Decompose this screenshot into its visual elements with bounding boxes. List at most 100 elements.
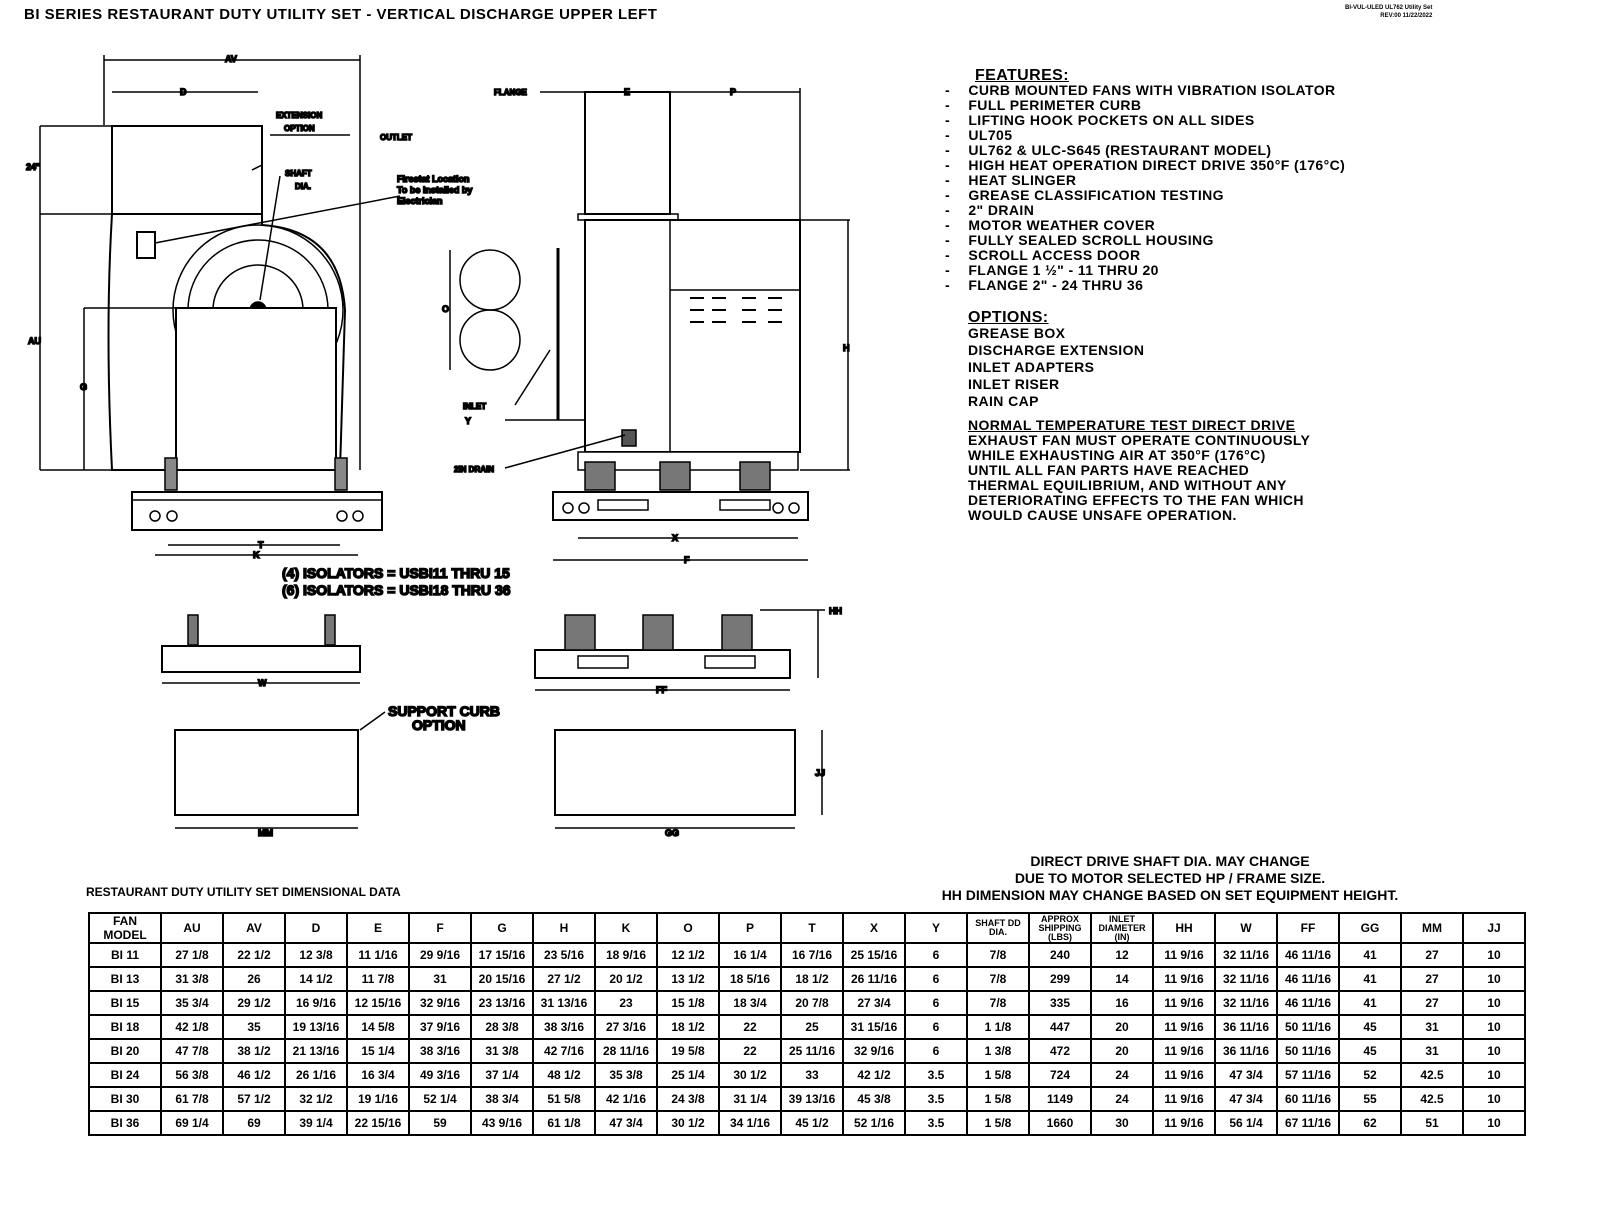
table-cell: 20 15/16	[470, 966, 534, 992]
dim-e: E	[624, 87, 630, 97]
table-cell: 22	[718, 1014, 782, 1040]
bullet-dash: -	[945, 127, 955, 143]
column-header: GG	[1338, 912, 1402, 944]
table-cell: 19 1/16	[346, 1086, 410, 1112]
table-cell: 11 9/16	[1152, 1110, 1216, 1136]
table-cell: 31 13/16	[532, 990, 596, 1016]
feature-item: - GREASE CLASSIFICATION TESTING	[945, 188, 1345, 203]
features-list: - CURB MOUNTED FANS WITH VIBRATION ISOLA…	[945, 83, 1345, 293]
dim-x: X	[672, 533, 678, 543]
table-cell: 1660	[1028, 1110, 1092, 1136]
table-cell: 25	[780, 1014, 844, 1040]
table-cell: 55	[1338, 1086, 1402, 1112]
column-header: D	[284, 912, 348, 944]
table-cell: 37 9/16	[408, 1014, 472, 1040]
table-cell: 3.5	[904, 1086, 968, 1112]
column-header: INLET DIAMETER (IN)	[1090, 912, 1154, 944]
table-cell: 29 9/16	[408, 942, 472, 968]
column-header: FAN MODEL	[88, 912, 162, 944]
table-cell: 31 15/16	[842, 1014, 906, 1040]
normal-temp-line: WOULD CAUSE UNSAFE OPERATION.	[968, 507, 1237, 523]
table-cell: 41	[1338, 942, 1402, 968]
table-cell: 57 1/2	[222, 1086, 286, 1112]
table-cell: 34 1/16	[718, 1110, 782, 1136]
table-cell: 15 1/4	[346, 1038, 410, 1064]
table-cell: 7/8	[966, 942, 1030, 968]
column-header: AU	[160, 912, 224, 944]
table-cell: 21 13/16	[284, 1038, 348, 1064]
options-heading: OPTIONS:	[968, 309, 1049, 326]
table-cell: 10	[1462, 990, 1526, 1016]
table-cell: 31	[1400, 1014, 1464, 1040]
feature-text: GREASE CLASSIFICATION TESTING	[968, 187, 1224, 203]
table-cell: 35 3/8	[594, 1062, 658, 1088]
table-cell: 22 15/16	[346, 1110, 410, 1136]
dim-w: W	[258, 678, 267, 688]
table-cell: 42 1/16	[594, 1086, 658, 1112]
table-cell: 35 3/4	[160, 990, 224, 1016]
bullet-dash: -	[945, 277, 955, 293]
normal-temp-line: EXHAUST FAN MUST OPERATE CONTINUOUSLY	[968, 432, 1311, 448]
table-cell: 10	[1462, 1086, 1526, 1112]
column-header: AV	[222, 912, 286, 944]
bullet-dash: -	[945, 82, 955, 98]
feature-item: - HEAT SLINGER	[945, 173, 1345, 188]
table-cell: 39 1/4	[284, 1110, 348, 1136]
table-cell: 22 1/2	[222, 942, 286, 968]
bullet-dash: -	[945, 247, 955, 263]
table-cell: 10	[1462, 1110, 1526, 1136]
table-cell: 32 1/2	[284, 1086, 348, 1112]
feature-text: CURB MOUNTED FANS WITH VIBRATION ISOLATO…	[968, 82, 1336, 98]
column-header: FF	[1276, 912, 1340, 944]
feature-text: SCROLL ACCESS DOOR	[968, 247, 1141, 263]
fan-model-cell: BI 13	[88, 966, 162, 992]
table-cell: 47 3/4	[1214, 1086, 1278, 1112]
table-cell: 52 1/16	[842, 1110, 906, 1136]
table-cell: 14	[1090, 966, 1154, 992]
table-cell: 19 5/8	[656, 1038, 720, 1064]
table-cell: 36 11/16	[1214, 1014, 1278, 1040]
feature-item: - MOTOR WEATHER COVER	[945, 218, 1345, 233]
table-cell: 6	[904, 1038, 968, 1064]
shaft-label-2: DIA.	[295, 182, 311, 191]
table-cell: 16 7/16	[780, 942, 844, 968]
table-cell: 6	[904, 1014, 968, 1040]
feature-text: UL762 & ULC-S645 (RESTAURANT MODEL)	[968, 142, 1272, 158]
bullet-dash: -	[945, 217, 955, 233]
option-item: GREASE BOX	[968, 325, 1066, 341]
table-cell: 51 5/8	[532, 1086, 596, 1112]
table-note-3: HH DIMENSION MAY CHANGE BASED ON SET EQU…	[941, 887, 1399, 903]
table-cell: 12 3/8	[284, 942, 348, 968]
table-cell: 26 11/16	[842, 966, 906, 992]
table-cell: 69	[222, 1110, 286, 1136]
table-cell: 35	[222, 1014, 286, 1040]
flange-label: FLANGE	[494, 88, 528, 97]
table-cell: 27 3/4	[842, 990, 906, 1016]
table-cell: 10	[1462, 1038, 1526, 1064]
dim-y: Y	[465, 416, 471, 426]
dim-hh: HH	[829, 606, 842, 616]
table-cell: 56 1/4	[1214, 1110, 1278, 1136]
extension-option-label-2: OPTION	[284, 124, 315, 133]
table-cell: 23	[594, 990, 658, 1016]
table-cell: 10	[1462, 1014, 1526, 1040]
table-cell: 26 1/16	[284, 1062, 348, 1088]
table-cell: 69 1/4	[160, 1110, 224, 1136]
column-header: MM	[1400, 912, 1464, 944]
table-cell: 19 13/16	[284, 1014, 348, 1040]
table-cell: 39 13/16	[780, 1086, 844, 1112]
isolator-views	[161, 609, 825, 829]
normal-temp-line: UNTIL ALL FAN PARTS HAVE REACHED	[968, 462, 1250, 478]
drain-label: 2IN DRAIN	[454, 465, 494, 474]
table-cell: 11 9/16	[1152, 942, 1216, 968]
column-header: HH	[1152, 912, 1216, 944]
table-cell: 16	[1090, 990, 1154, 1016]
features-heading: FEATURES:	[975, 67, 1069, 84]
table-cell: 24	[1090, 1062, 1154, 1088]
feature-text: 2" DRAIN	[968, 202, 1035, 218]
table-cell: 42.5	[1400, 1062, 1464, 1088]
